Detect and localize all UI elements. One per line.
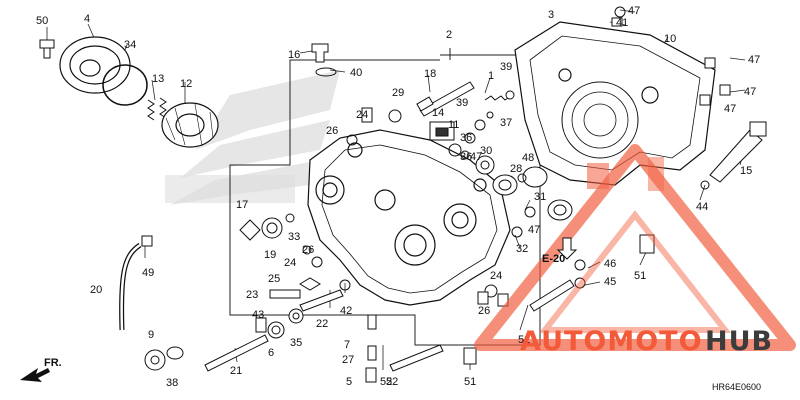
callout-number: 36: [460, 151, 472, 163]
callout-number: 30: [480, 145, 492, 157]
callout-number: 48: [522, 152, 534, 164]
callout-number: 29: [392, 87, 404, 99]
diagram-code: HR64E0600: [712, 382, 761, 392]
shaft: [416, 81, 475, 117]
o-ring: [102, 64, 148, 106]
hose-clip: [141, 235, 153, 247]
callout-number: 14: [432, 107, 444, 119]
front-label: FR.: [44, 357, 62, 369]
callout-number: 23: [246, 289, 258, 301]
callout-number: 47: [744, 86, 756, 98]
callout-number: 38: [166, 377, 178, 389]
callout-number: 39: [456, 97, 468, 109]
oil-filter: [161, 102, 219, 148]
callout-number: 47: [748, 54, 760, 66]
callout-number: 50: [36, 15, 48, 27]
callout-number: 47: [724, 103, 736, 115]
callout-number: 26: [478, 305, 490, 317]
callout-number: 20: [90, 284, 102, 296]
callout-number: 49: [142, 267, 154, 279]
callout-number: 26: [326, 125, 338, 137]
callout-number: 34: [124, 39, 136, 51]
right-crankcase-cover: [514, 21, 716, 186]
reference-label: E-20: [542, 253, 565, 265]
callout-number: 35: [290, 337, 302, 349]
callout-number: 10: [664, 33, 676, 45]
callout-number: 36: [460, 132, 472, 144]
callout-number: 24: [356, 109, 368, 121]
front-arrow-icon: [20, 368, 50, 382]
callout-number: 22: [316, 318, 328, 330]
left-crankcase: [307, 129, 511, 306]
small-parts: [144, 6, 767, 383]
callout-number: 39: [500, 61, 512, 73]
callout-number: 51: [464, 376, 476, 388]
callout-number: 9: [148, 329, 154, 341]
callout-number: 47: [628, 5, 640, 17]
callout-number: 16: [288, 49, 300, 61]
callout-number: 45: [604, 276, 616, 288]
callout-number: 27: [342, 354, 354, 366]
callout-number: 1: [488, 70, 494, 82]
callout-number: 25: [268, 273, 280, 285]
assembly-bracket: [229, 54, 541, 346]
callout-number: 2: [446, 29, 452, 41]
callout-number: 18: [424, 68, 436, 80]
callout-number: 7: [344, 339, 350, 351]
callout-number: 6: [268, 347, 274, 359]
callout-number: 31: [534, 191, 546, 203]
callout-number: 47: [470, 151, 482, 163]
breather-hose: [119, 242, 142, 331]
spring: [147, 97, 167, 121]
callout-number: 33: [288, 231, 300, 243]
callout-number: 12: [180, 78, 192, 90]
callout-number: 52: [386, 376, 398, 388]
callout-number: 44: [696, 201, 708, 213]
callout-number: 37: [500, 117, 512, 129]
callout-number: 26: [302, 244, 314, 256]
callout-number: 42: [340, 305, 352, 317]
callout-number: 46: [604, 258, 616, 270]
callout-number: 24: [284, 257, 296, 269]
callout-number: 43: [252, 309, 264, 321]
callout-number: 11: [448, 119, 459, 131]
reference-arrow-icon: [556, 237, 578, 260]
watermark-text-dark: HUB: [705, 326, 773, 357]
callout-number: 5: [346, 376, 352, 388]
callout-number: 13: [152, 73, 164, 85]
callout-number: 28: [510, 163, 522, 175]
callout-number: 40: [350, 67, 362, 79]
callout-number: 52: [380, 376, 392, 388]
watermark-logo: [474, 144, 796, 351]
callout-number: 15: [740, 165, 752, 177]
callout-number: 47: [528, 224, 540, 236]
callout-number: 51: [634, 270, 646, 282]
callout-number: 32: [516, 243, 528, 255]
callout-number: 24: [490, 270, 502, 282]
oil-filler-cap: [311, 43, 337, 77]
callout-number: 41: [616, 17, 628, 29]
callout-number: 21: [230, 365, 242, 377]
callout-number: 19: [264, 249, 276, 261]
callout-number: 4: [84, 13, 90, 25]
watermark-text-accent: AUTOMOTO: [520, 326, 703, 357]
callout-number: 52: [518, 334, 530, 346]
callout-number: 17: [236, 199, 248, 211]
callout-number: 3: [548, 9, 554, 21]
bolt: [39, 39, 55, 59]
